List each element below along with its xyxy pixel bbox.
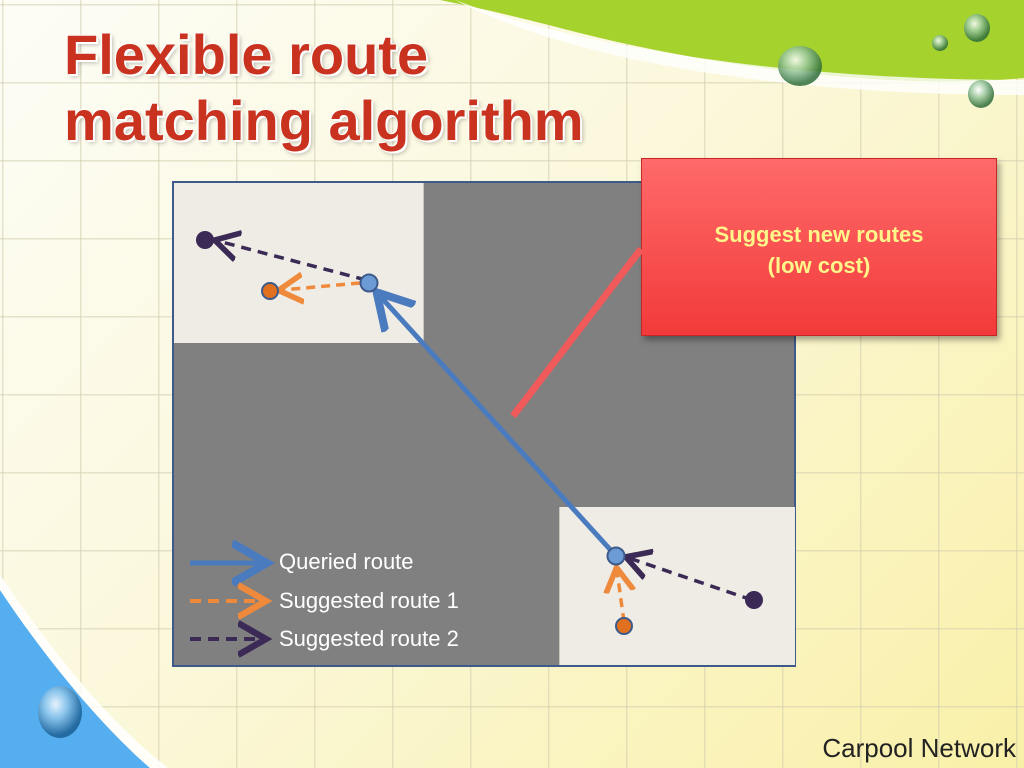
query-origin-node [606,546,626,566]
suggested-route-2-lower [629,558,753,602]
callout-pointer [510,246,644,419]
suggested-route-1-upper [282,283,361,290]
legend-label-suggested-2: Suggested route 2 [279,626,459,651]
legend-label-queried: Queried route [279,549,414,574]
suggested-route-1-lower [617,571,624,623]
green-swoosh [440,0,1024,82]
blue-swoosh [0,590,150,768]
callout-box: Suggest new routes (low cost) [641,158,997,336]
callout-line-2: (low cost) [767,253,871,278]
queried-route-line [380,296,618,558]
callout-line-1: Suggest new routes [714,222,924,247]
slide-title: Flexible route matching algorithm [64,23,584,152]
query-destination-node [359,273,379,293]
footer-text: Carpool Network [822,733,1016,763]
water-droplet-icon [38,14,994,738]
suggested-route-2-upper [218,241,367,282]
legend-label-suggested-1: Suggested route 1 [279,588,459,613]
map-area [172,181,796,667]
route-2-origin-node [196,231,214,249]
route-1-dest-node [615,617,633,635]
route-2-dest-node [745,591,763,609]
route-1-origin-node [261,282,279,300]
